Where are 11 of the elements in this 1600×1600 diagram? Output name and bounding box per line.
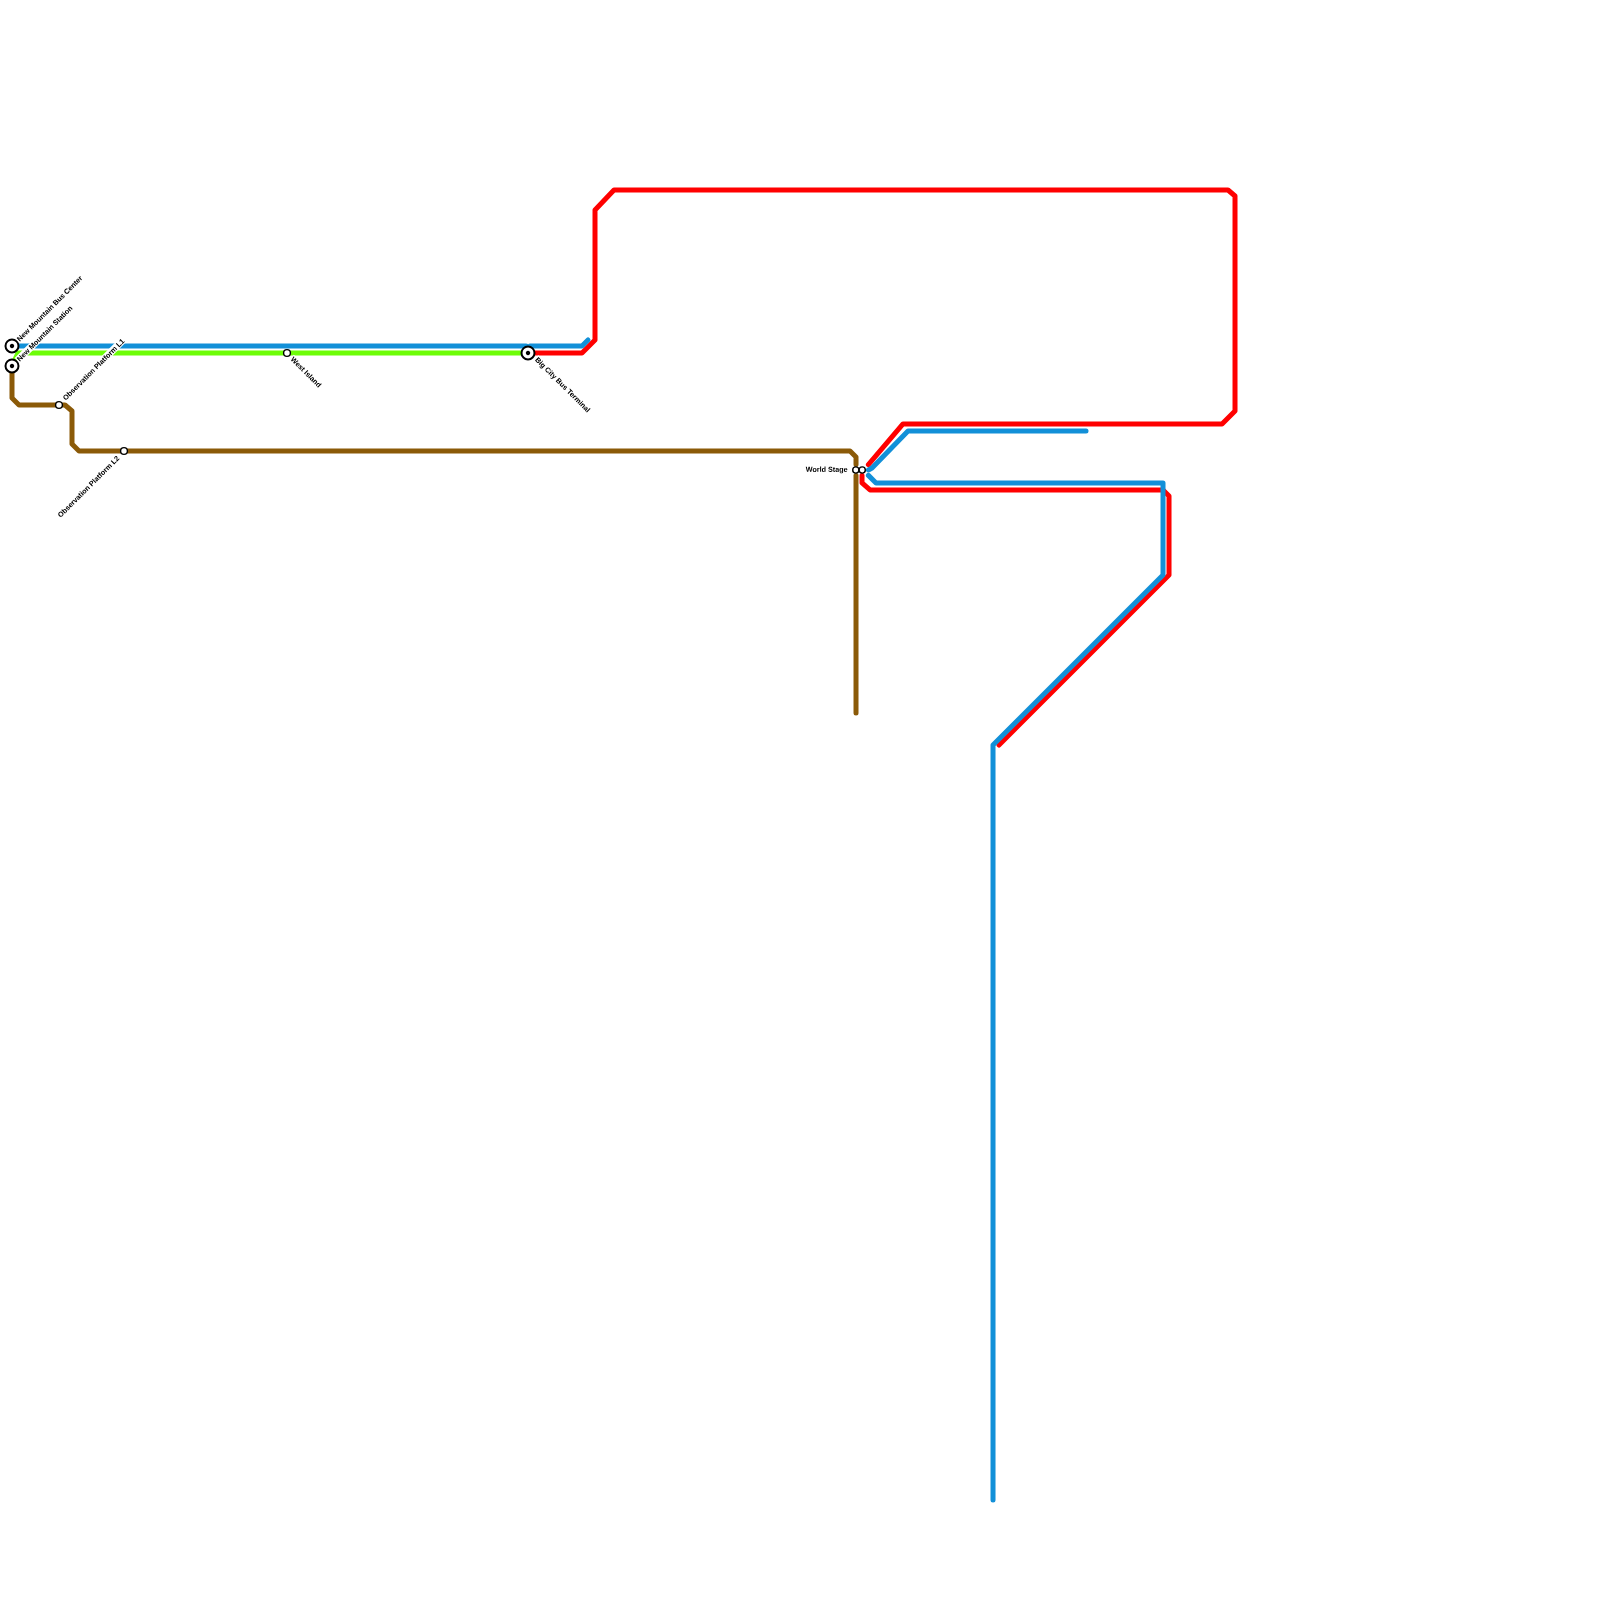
route-line: [288, 350, 524, 356]
route-line: [865, 472, 1166, 1503]
route-line: [60, 402, 123, 454]
route-line: [859, 472, 1172, 748]
route-line: [125, 448, 859, 468]
route-line: [16, 343, 529, 349]
route-line: [865, 428, 1089, 473]
route-line: [532, 187, 1238, 468]
route-line: [527, 337, 591, 349]
route-line: [9, 370, 58, 408]
route-line: [853, 472, 859, 716]
